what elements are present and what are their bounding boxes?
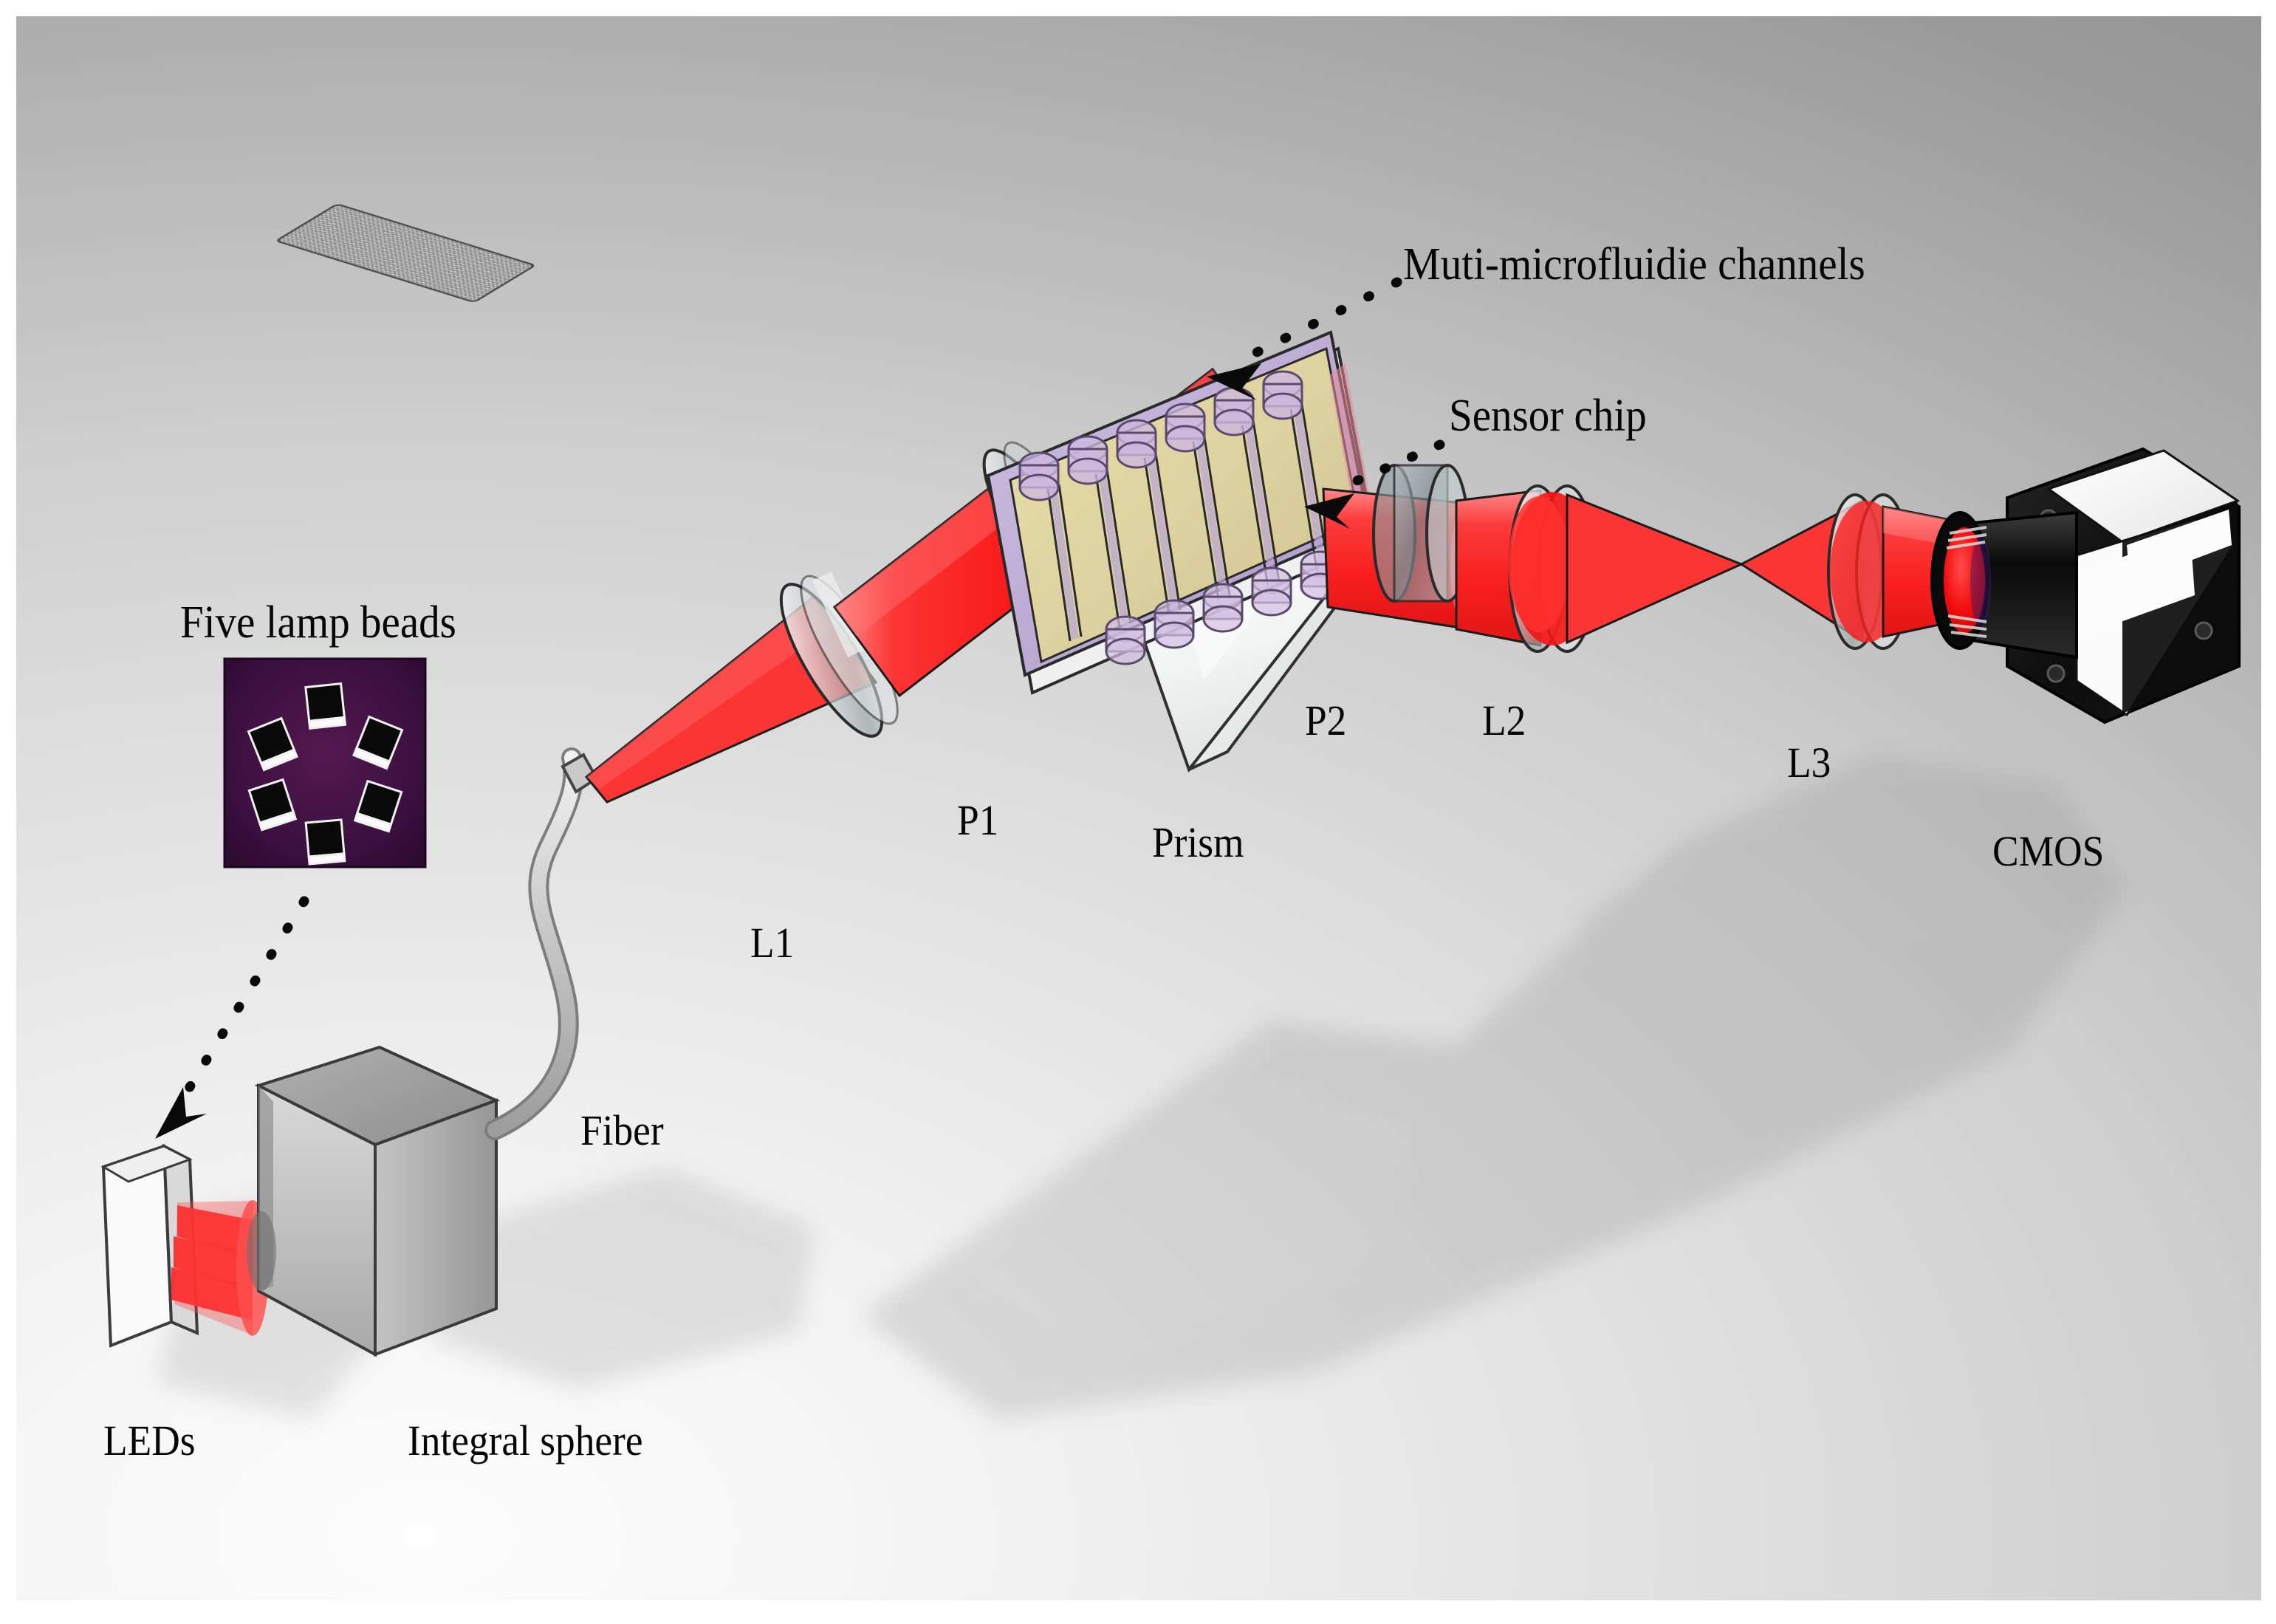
figure-canvas: Muti-microfluidie channels Sensor chip F… [16,16,2261,1600]
label-cmos: CMOS [1992,827,2105,875]
beam-converging [1566,493,1744,645]
label-integral-sphere: Integral sphere [408,1416,643,1464]
cast-shadow-group [862,755,2128,1419]
label-sensor-chip: Sensor chip [1449,391,1647,441]
integral-sphere [247,204,535,1357]
inlet-ports-top [1018,370,1303,501]
leader-arrow-channels [1207,277,1402,400]
label-l3: L3 [1787,739,1831,787]
fiber-cable [484,747,599,1140]
lamp-beads [247,682,404,866]
label-prism: Prism [1152,818,1244,866]
cmos-camera [1930,447,2241,724]
leader-arrow-sensor-chip [1304,439,1445,529]
lamp-bead-panel [223,657,427,868]
label-fiber: Fiber [580,1106,664,1154]
polarizer-p2 [1372,464,1470,603]
label-p2: P2 [1305,696,1347,744]
channel-fill [1049,406,1327,640]
label-p1: P1 [957,796,999,844]
optical-setup-illustration [100,204,2241,1419]
leader-arrow-lamp-beads [155,896,309,1139]
channel-lines [1046,404,1330,642]
label-five-lamp-beads: Five lamp beads [180,597,456,648]
label-leds: LEDs [103,1416,196,1464]
label-l2: L2 [1482,696,1526,744]
label-multi-microfluidic-channels: Muti-microfluidie channels [1403,239,1865,289]
label-l1: L1 [750,919,795,967]
